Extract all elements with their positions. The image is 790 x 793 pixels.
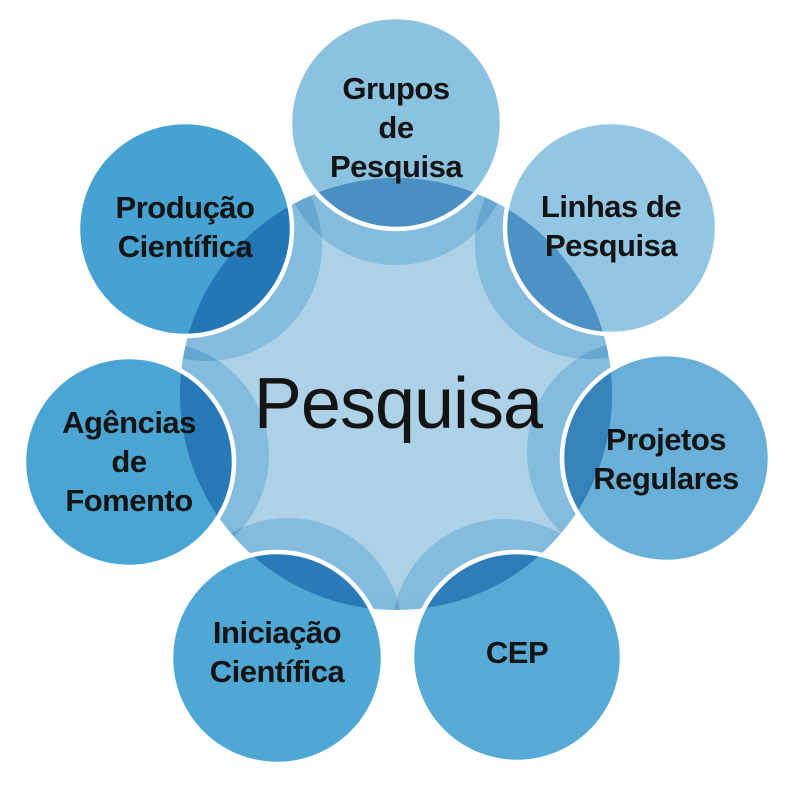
- node-label-line: Projetos: [606, 422, 726, 457]
- node-label-line: CEP: [486, 635, 548, 670]
- node-label-projetos-regulares: Projetos Regulares: [593, 422, 739, 496]
- node-circle-projetos-regulares: [562, 354, 770, 562]
- node-circle-grupos-de-pesquisa: [290, 17, 502, 229]
- node-ring-agencias-de-fomento: [21, 354, 237, 570]
- node-label-line: Científica: [118, 229, 254, 264]
- node-circle-cep: [412, 552, 622, 762]
- node-label-line: Regulares: [593, 461, 738, 496]
- node-label-line: de: [378, 110, 413, 145]
- node-label-line: Fomento: [65, 483, 192, 518]
- node-label-line: Iniciação: [213, 615, 341, 650]
- center-label: Pesquisa: [254, 364, 544, 444]
- node-label-line: Pesquisa: [545, 228, 678, 263]
- node-label-line: Agências: [62, 405, 196, 440]
- node-ring-linhas-de-pesquisa: [502, 119, 720, 337]
- node-label-grupos-de-pesquisa: Grupos de Pesquisa: [330, 71, 464, 184]
- node-label-producao-cientifica: Produção Científica: [116, 190, 255, 264]
- node-label-line: Produção: [116, 190, 255, 225]
- node-circle-linhas-de-pesquisa: [505, 122, 717, 334]
- node-label-line: Científica: [210, 654, 346, 689]
- node-label-line: de: [111, 444, 146, 479]
- node-ring-iniciacao-cientifica: [168, 549, 386, 767]
- node-ring-producao-cientifica: [75, 119, 295, 339]
- node-circle-iniciacao-cientifica: [171, 552, 383, 764]
- node-circle-agencias-de-fomento: [24, 357, 234, 567]
- node-label-line: Grupos: [342, 71, 449, 106]
- node-label-cep: CEP: [486, 635, 549, 670]
- node-label-iniciacao-cientifica: Iniciação Científica: [210, 615, 346, 689]
- node-circle-producao-cientifica: [78, 122, 292, 336]
- node-ring-grupos-de-pesquisa: [287, 14, 505, 232]
- node-label-linhas-de-pesquisa: Linhas de Pesquisa: [541, 189, 682, 263]
- node-label-line: Pesquisa: [330, 149, 463, 184]
- node-label-line: Linhas de: [541, 189, 681, 224]
- node-ring-cep: [409, 549, 625, 765]
- node-label-agencias-de-fomento: Agências de Fomento: [62, 405, 196, 518]
- node-ring-projetos-regulares: [559, 351, 773, 565]
